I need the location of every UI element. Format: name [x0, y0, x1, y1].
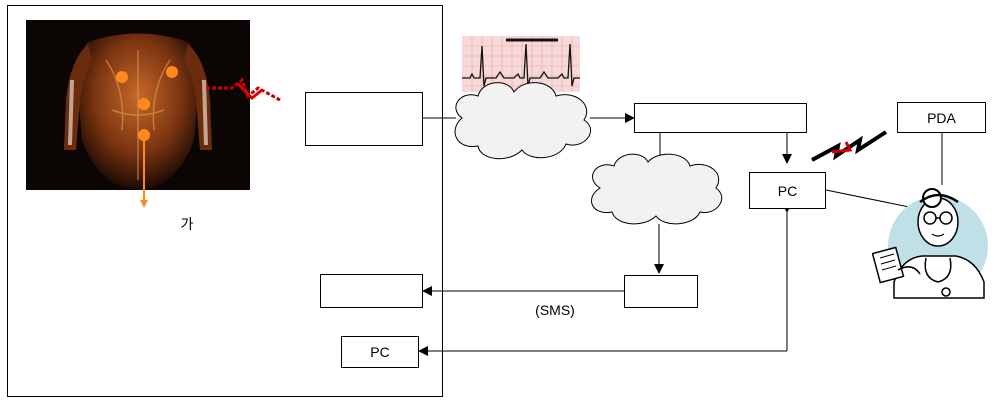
- body-sensor-image: [26, 20, 250, 190]
- pc-node-right: PC: [749, 172, 826, 209]
- network-cloud-1: [454, 82, 591, 160]
- server-box: [634, 103, 807, 133]
- ecg-waveform-icon: [462, 36, 580, 92]
- doctor-icon: [872, 188, 988, 299]
- network-cloud-2: [591, 153, 723, 225]
- down-arrow-icon: [140, 188, 148, 208]
- body-caption: 가: [180, 216, 194, 232]
- body-figure-icon: [64, 33, 212, 190]
- sms-label: (SMS): [535, 302, 575, 318]
- ecg-strip-image: [462, 36, 580, 92]
- pda-node: PDA: [897, 102, 986, 133]
- patient-phone-box: [320, 274, 423, 308]
- pc-node-bottom: PC: [341, 336, 419, 368]
- sms-gateway-box: [624, 275, 698, 308]
- wireless-signal-icon-left: [206, 77, 281, 102]
- wireless-signal-icon-right: [811, 130, 888, 162]
- sensor-device-box: [305, 92, 423, 146]
